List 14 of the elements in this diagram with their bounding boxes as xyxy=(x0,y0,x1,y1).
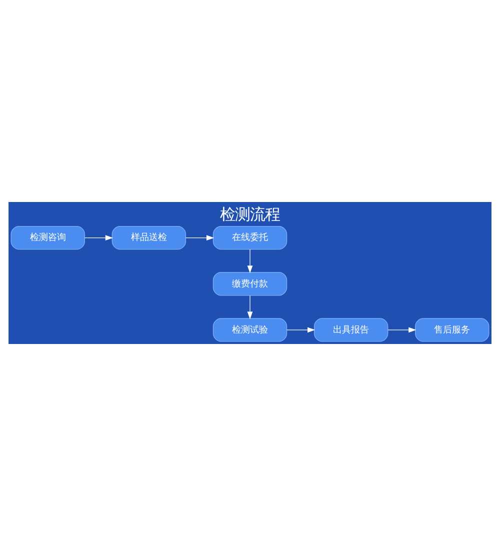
arrow xyxy=(186,235,214,241)
arrow xyxy=(84,235,114,241)
node-box: 在线委托 xyxy=(212,226,288,250)
node-box: 样品送检 xyxy=(112,226,186,250)
arrow xyxy=(388,327,416,333)
diagram-title: 检测流程 xyxy=(220,205,280,224)
arrow xyxy=(247,295,253,320)
arrow xyxy=(286,327,316,333)
node-box: 出具报告 xyxy=(314,318,388,342)
node-box: 缴费付款 xyxy=(212,272,288,296)
node-box: 检测咨询 xyxy=(10,226,85,250)
arrow xyxy=(247,249,253,274)
node-box: 检测试验 xyxy=(212,318,288,342)
node-box: 售后服务 xyxy=(415,318,490,342)
